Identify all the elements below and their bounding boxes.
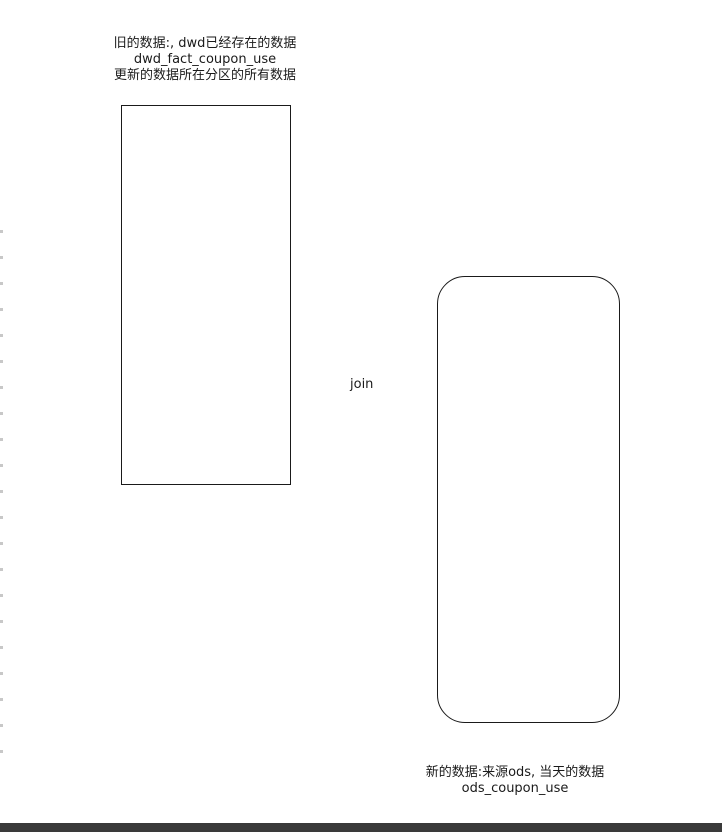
left-edge-dashes <box>0 230 3 775</box>
join-label: join <box>350 377 374 392</box>
new-data-rounded-rectangle[interactable] <box>437 276 620 723</box>
new-data-label-line-1: 新的数据:来源ods, 当天的数据 <box>425 765 605 780</box>
old-data-label: 旧的数据:, dwd已经存在的数据 dwd_fact_coupon_use 更新… <box>20 36 390 84</box>
old-data-label-line-1: 旧的数据:, dwd已经存在的数据 <box>113 36 297 51</box>
old-data-label-line-3: 更新的数据所在分区的所有数据 <box>113 68 296 83</box>
old-data-rectangle[interactable] <box>121 105 291 485</box>
new-data-label: 新的数据:来源ods, 当天的数据 ods_coupon_use <box>330 765 700 797</box>
old-data-label-line-2: dwd_fact_coupon_use <box>133 52 277 67</box>
new-data-label-line-2: ods_coupon_use <box>461 781 569 796</box>
bottom-bar <box>0 823 722 832</box>
